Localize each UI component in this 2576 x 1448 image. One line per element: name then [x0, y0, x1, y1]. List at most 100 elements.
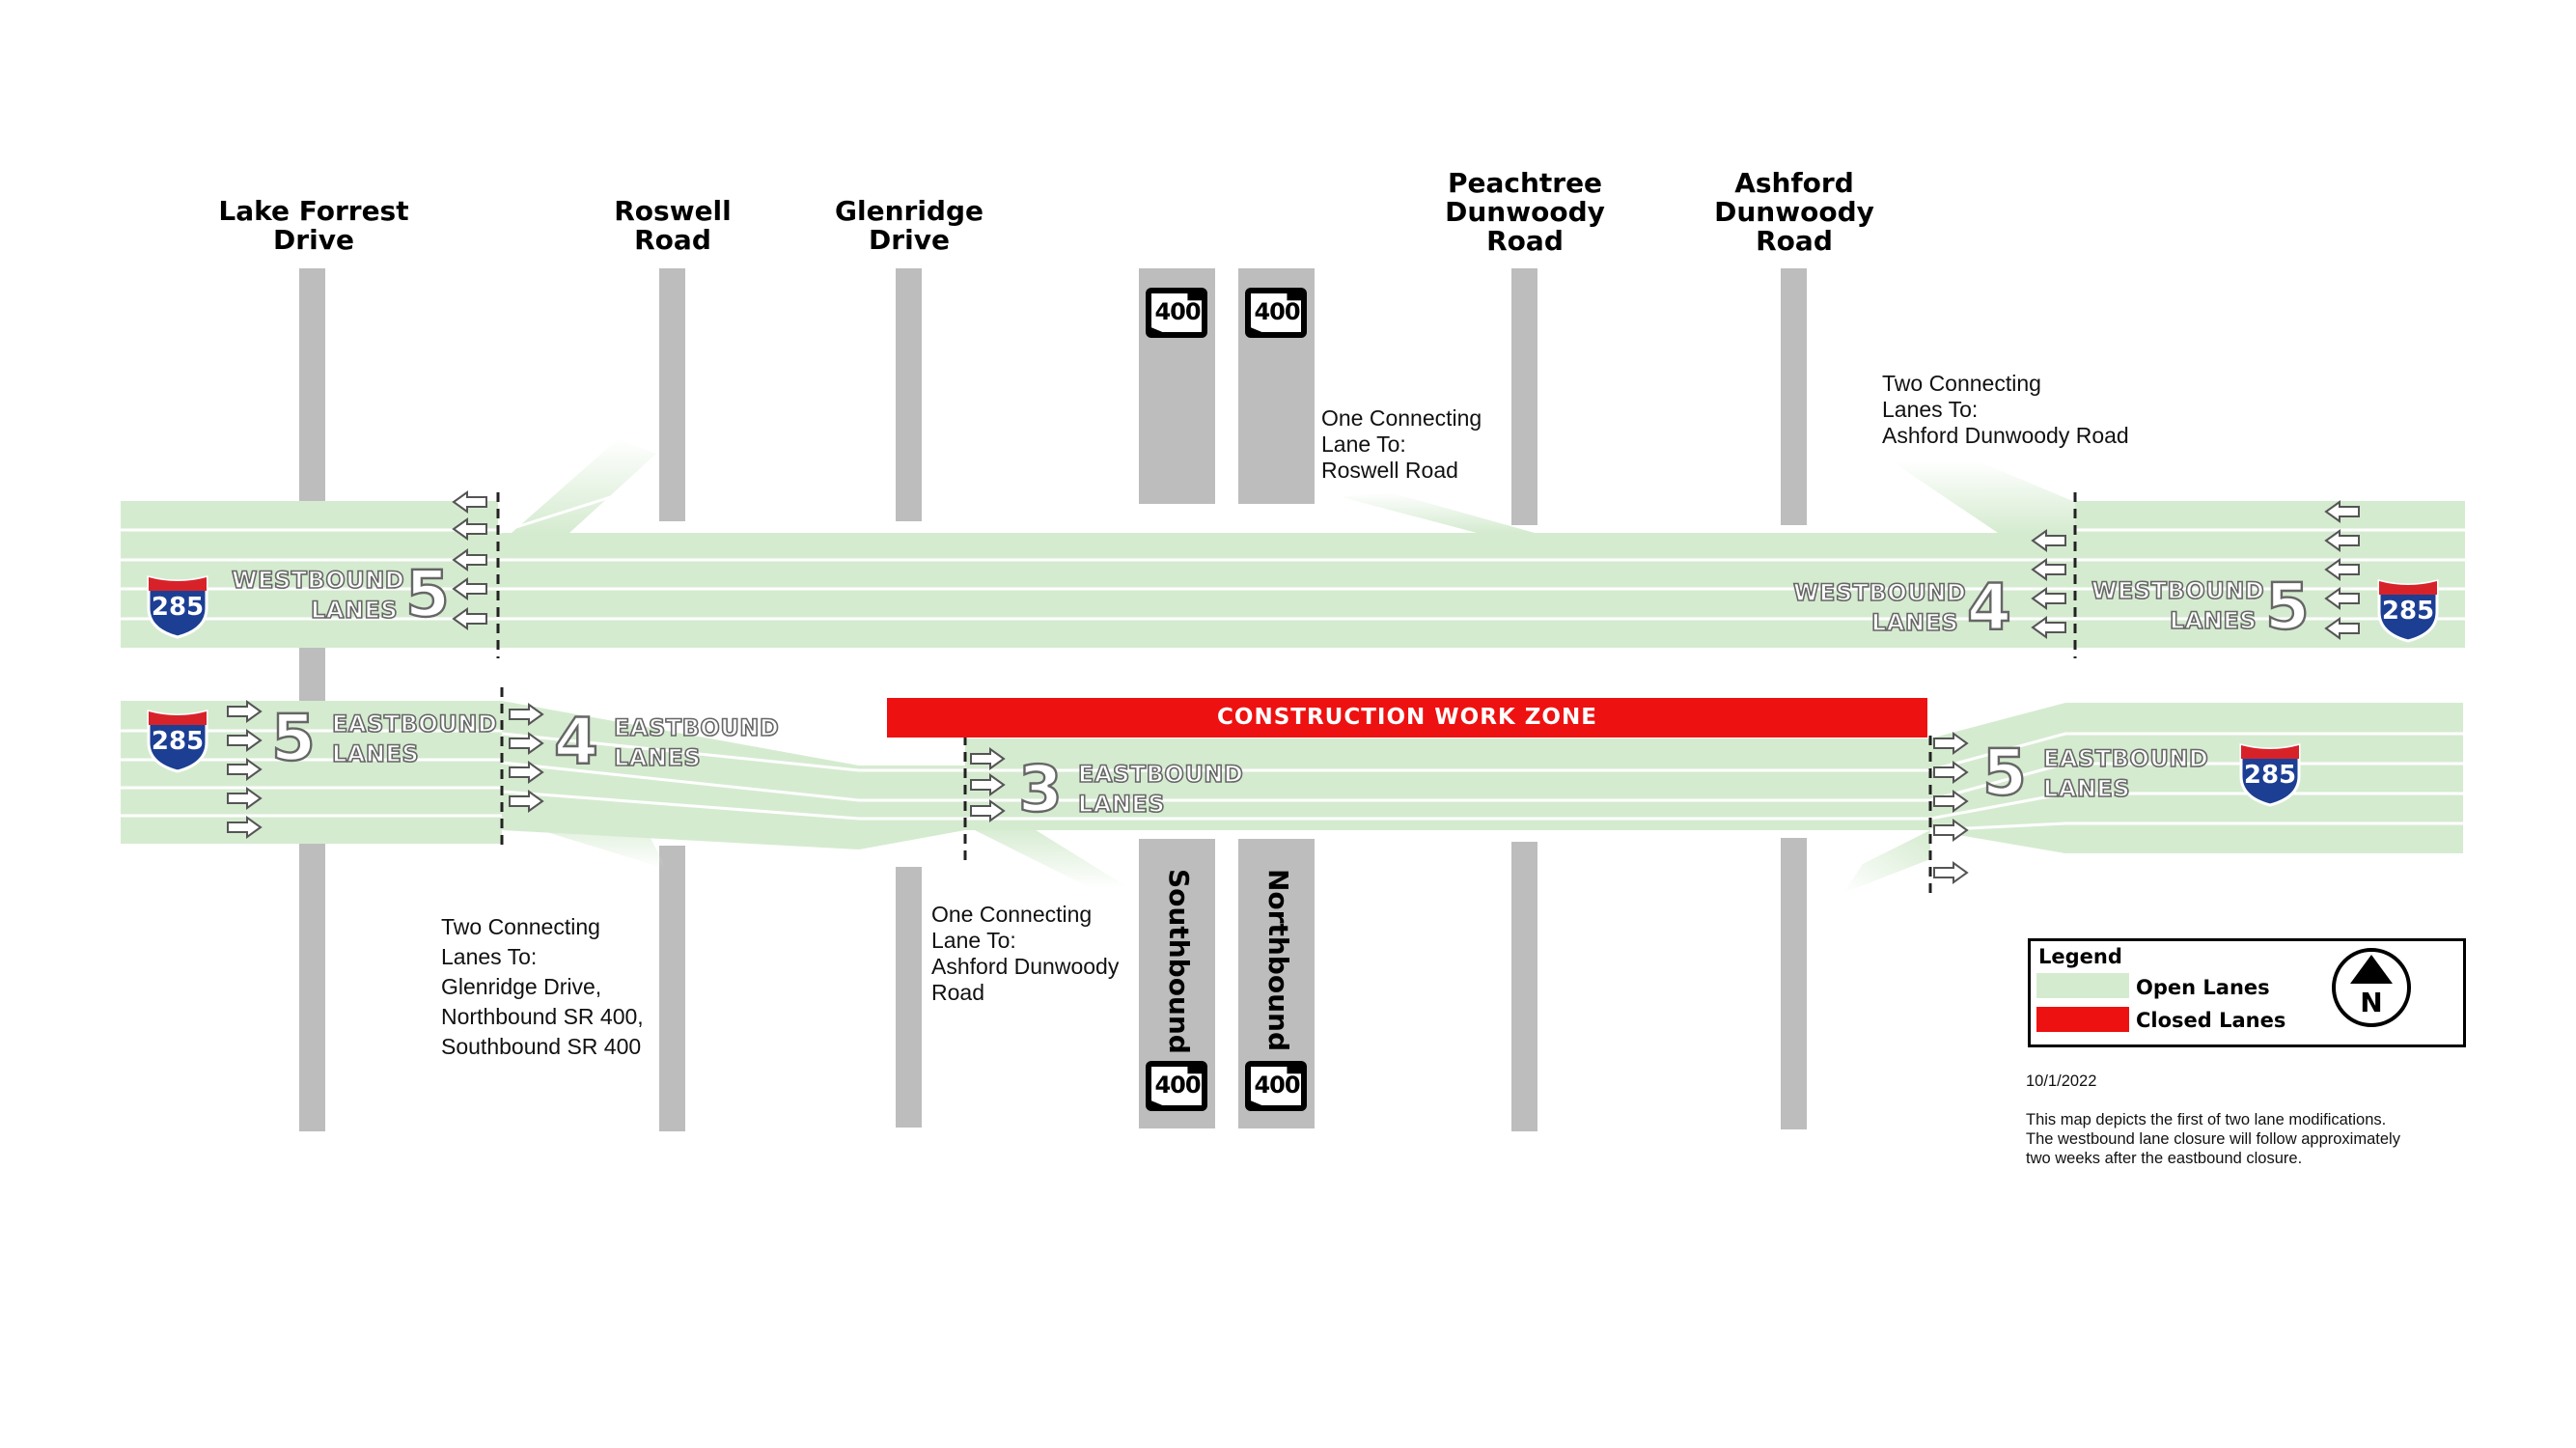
eb-lane-arrow — [227, 700, 263, 723]
sr400-shield: 400 — [1245, 1061, 1307, 1111]
eb-middle-word1: EASTBOUND — [1077, 760, 1244, 789]
eb-segment-middle — [965, 738, 1930, 830]
note-eb-glenridge: Two Connecting Lanes To: Glenridge Drive… — [441, 914, 644, 1059]
note-wb-ashford: Two Connecting Lanes To: Ashford Dunwood… — [1882, 371, 2129, 448]
eb-ramp-to-ashford — [965, 825, 1129, 888]
eb-lane-arrow — [970, 773, 1006, 796]
glenridge-drive-label: Glenridge Drive — [835, 195, 983, 256]
eb-lane-arrow — [509, 703, 544, 726]
eb-lane-arrow — [1933, 790, 1969, 813]
map-disclaimer: This map depicts the first of two lane m… — [2026, 1111, 2400, 1167]
wb-lane-arrow — [452, 607, 487, 630]
eb-second-word1: EASTBOUND — [613, 713, 780, 742]
eb-lane-arrow — [1933, 761, 1969, 784]
lake-forrest-drive-label: Lake Forrest Drive — [218, 195, 409, 256]
north-arrow-icon — [2332, 948, 2411, 1027]
glenridge-drive-bar-south — [896, 867, 922, 1128]
eb-lane-arrow — [970, 799, 1006, 822]
ashford-dunwoody-road-label: Ashford Dunwoody Road — [1714, 167, 1874, 257]
wb-east-word2: LANES — [2169, 606, 2257, 635]
legend-open-label: Open Lanes — [2136, 976, 2270, 999]
wb-lane-arrow — [2324, 529, 2360, 552]
eb-lane-arrow — [1933, 732, 1969, 755]
glenridge-drive-bar-north — [896, 268, 922, 521]
eb-lane-arrow — [509, 732, 544, 755]
wb-ramp-from-ashford — [1892, 461, 2075, 533]
eb-middle-count: 3 — [1017, 752, 1064, 826]
wb-lane-arrow — [2031, 529, 2066, 552]
note-eb-ashford: One Connecting Lane To: Ashford Dunwoody… — [931, 902, 1120, 1005]
roswell-road-bar-south — [659, 846, 685, 1131]
peachtree-dunwoody-bar-south — [1511, 842, 1537, 1131]
wb-lane-arrow — [452, 517, 487, 541]
eb-east-word2: LANES — [2042, 774, 2131, 803]
i285-shield: 285 — [2239, 743, 2301, 807]
wb-lane-arrow — [2031, 558, 2066, 581]
wb-east-word1: WESTBOUND — [2091, 576, 2265, 605]
sr400-shield: 400 — [1245, 288, 1307, 338]
eb-second-count: 4 — [553, 705, 599, 779]
wb-middle-count: 4 — [1966, 571, 2012, 645]
wb-lane-arrow — [2031, 587, 2066, 610]
north-letter: N — [2360, 987, 2383, 1018]
eb-second-word2: LANES — [613, 743, 702, 772]
eb-ramp-from-ashford — [1843, 830, 1930, 893]
map-note: 10/1/2022 This map depicts the first of … — [2026, 1052, 2479, 1187]
eb-lane-arrow — [227, 729, 263, 752]
wb-east-count: 5 — [2264, 570, 2311, 644]
transition-lines — [496, 492, 2077, 893]
i285-shield: 285 — [2377, 579, 2439, 643]
eb-lane-arrow — [509, 790, 544, 813]
wb-west-word1: WESTBOUND — [231, 566, 405, 595]
peachtree-dunwoody-road-label: Peachtree Dunwoody Road — [1445, 167, 1605, 257]
roswell-road-label: Roswell Road — [614, 195, 732, 256]
legend-open-swatch — [2036, 973, 2129, 998]
sr400-shield: 400 — [1146, 288, 1207, 338]
wb-lane-arrow — [2324, 617, 2360, 640]
wb-west-count: 5 — [404, 557, 451, 631]
wb-ramp-to-roswell — [1342, 492, 1535, 533]
eb-transition-4-to-3 — [502, 701, 965, 849]
lake-forrest-drive-bar — [299, 268, 325, 1131]
legend-closed-swatch — [2036, 1007, 2129, 1032]
eb-east-count: 5 — [1981, 736, 2028, 810]
eb-lane-arrow — [509, 761, 544, 784]
eb-east-word1: EASTBOUND — [2042, 744, 2209, 773]
sr400-shield: 400 — [1146, 1061, 1207, 1111]
eb-lane-arrow — [1933, 861, 1969, 884]
wb-lane-arrow — [452, 577, 487, 600]
wb-lane-arrow — [2324, 500, 2360, 523]
wb-lane-arrow — [2031, 616, 2066, 639]
i285-shield: 285 — [147, 710, 208, 773]
eb-lane-arrow — [1933, 819, 1969, 842]
wb-middle-word2: LANES — [1870, 608, 1959, 637]
ashford-dunwoody-bar-north — [1781, 268, 1807, 525]
wb-middle-word1: WESTBOUND — [1792, 578, 1967, 607]
eb-west-count: 5 — [270, 701, 317, 775]
eb-middle-word2: LANES — [1077, 790, 1166, 819]
eb-west-word1: EASTBOUND — [331, 710, 498, 738]
wb-west-word2: LANES — [310, 596, 399, 625]
sr400-northbound-label: Northbound — [1262, 869, 1294, 1051]
eb-lane-arrow — [970, 747, 1006, 770]
wb-lane-arrow — [2324, 587, 2360, 610]
eb-lane-arrow — [227, 787, 263, 810]
i285-shield: 285 — [147, 575, 208, 639]
wb-lane-arrow — [452, 548, 487, 571]
legend-title: Legend — [2038, 945, 2122, 968]
note-wb-roswell: One Connecting Lane To: Roswell Road — [1321, 405, 1482, 483]
map-date: 10/1/2022 — [2026, 1072, 2097, 1090]
wb-ramp-from-roswell — [512, 439, 656, 533]
eb-segment-east — [1930, 703, 2463, 853]
eb-lane-arrow — [227, 758, 263, 781]
lane-arrows — [227, 490, 2360, 884]
roswell-road-bar-north — [659, 268, 685, 521]
eb-west-word2: LANES — [331, 739, 420, 768]
construction-work-zone-bar: CONSTRUCTION WORK ZONE — [887, 698, 1927, 738]
legend-closed-label: Closed Lanes — [2136, 1009, 2286, 1032]
eb-lane-arrow — [227, 816, 263, 839]
peachtree-dunwoody-bar-north — [1511, 268, 1537, 525]
wb-lane-arrow — [452, 490, 487, 514]
ashford-dunwoody-bar-south — [1781, 838, 1807, 1129]
wb-lane-arrow — [2324, 558, 2360, 581]
